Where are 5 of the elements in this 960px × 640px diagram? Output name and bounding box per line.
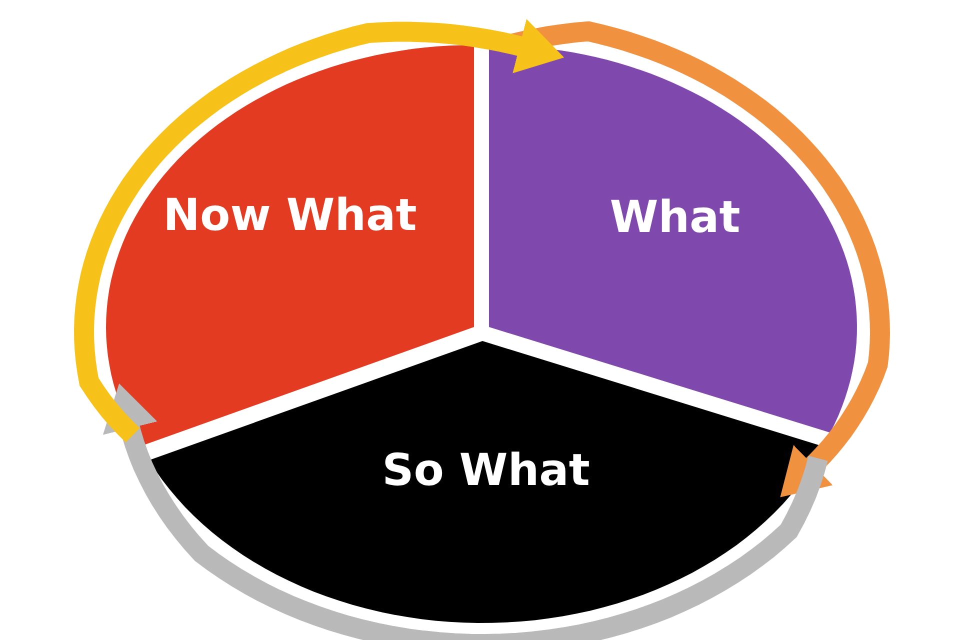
sector-label: What: [608, 192, 742, 245]
curved-arrow: [102, 384, 828, 640]
sector-label: So What: [381, 444, 591, 498]
sector-label: Now What: [162, 190, 418, 243]
curved-arrow: [74, 19, 564, 442]
